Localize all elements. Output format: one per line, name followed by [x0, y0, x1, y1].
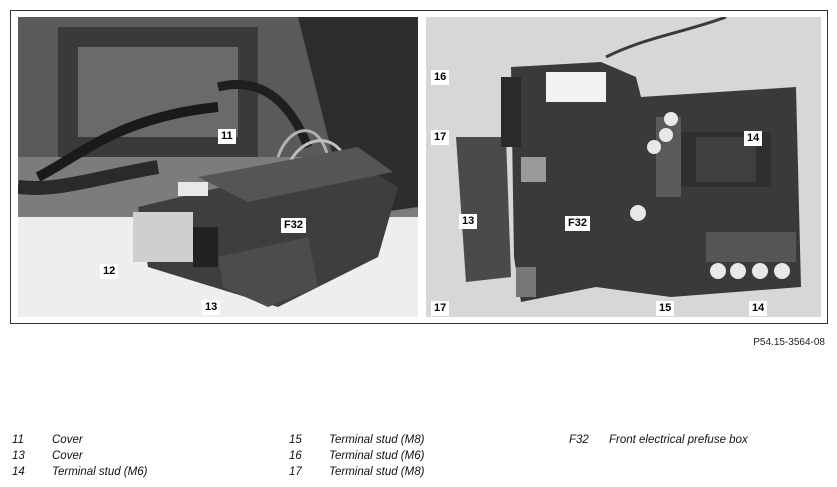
callout-f32: F32: [281, 218, 306, 233]
legend-num: 14: [12, 466, 25, 478]
left-photo-drawing: [18, 17, 418, 317]
legend-num: 17: [289, 466, 302, 478]
callout-15: 15: [656, 301, 675, 316]
legend-text: Cover: [52, 450, 83, 462]
callout-14-bottom: 14: [749, 301, 768, 316]
callout-f32-right: F32: [565, 216, 590, 231]
figure-reference: P54.15-3564-08: [753, 337, 825, 348]
left-photo: 11 12 F32 13: [18, 17, 418, 317]
callout-17-bottom: 17: [431, 301, 450, 316]
callout-12: 12: [100, 264, 119, 279]
callout-13: 13: [202, 300, 221, 315]
legend-text: Cover: [52, 434, 83, 446]
callout-14-top: 14: [744, 131, 763, 146]
legend-text: Terminal stud (M8): [329, 466, 425, 478]
right-photo: 16 17 14 13 F32 17 15 14: [426, 17, 821, 317]
legend-num: 13: [12, 450, 25, 462]
right-photo-drawing: [426, 17, 821, 317]
callout-13-right: 13: [459, 214, 478, 229]
legend-num: 11: [12, 434, 24, 446]
callout-11: 11: [218, 129, 236, 144]
legend-text: Front electrical prefuse box: [609, 434, 748, 446]
figure-frame: 11 12 F32 13 16 17: [10, 10, 828, 324]
legend-num: 15: [289, 434, 302, 446]
legend-text: Terminal stud (M8): [329, 434, 425, 446]
callout-16: 16: [431, 70, 450, 85]
callout-17-top: 17: [431, 130, 450, 145]
legend-num: 16: [289, 450, 302, 462]
legend-text: Terminal stud (M6): [52, 466, 148, 478]
legend-text: Terminal stud (M6): [329, 450, 425, 462]
legend-num: F32: [569, 434, 589, 446]
